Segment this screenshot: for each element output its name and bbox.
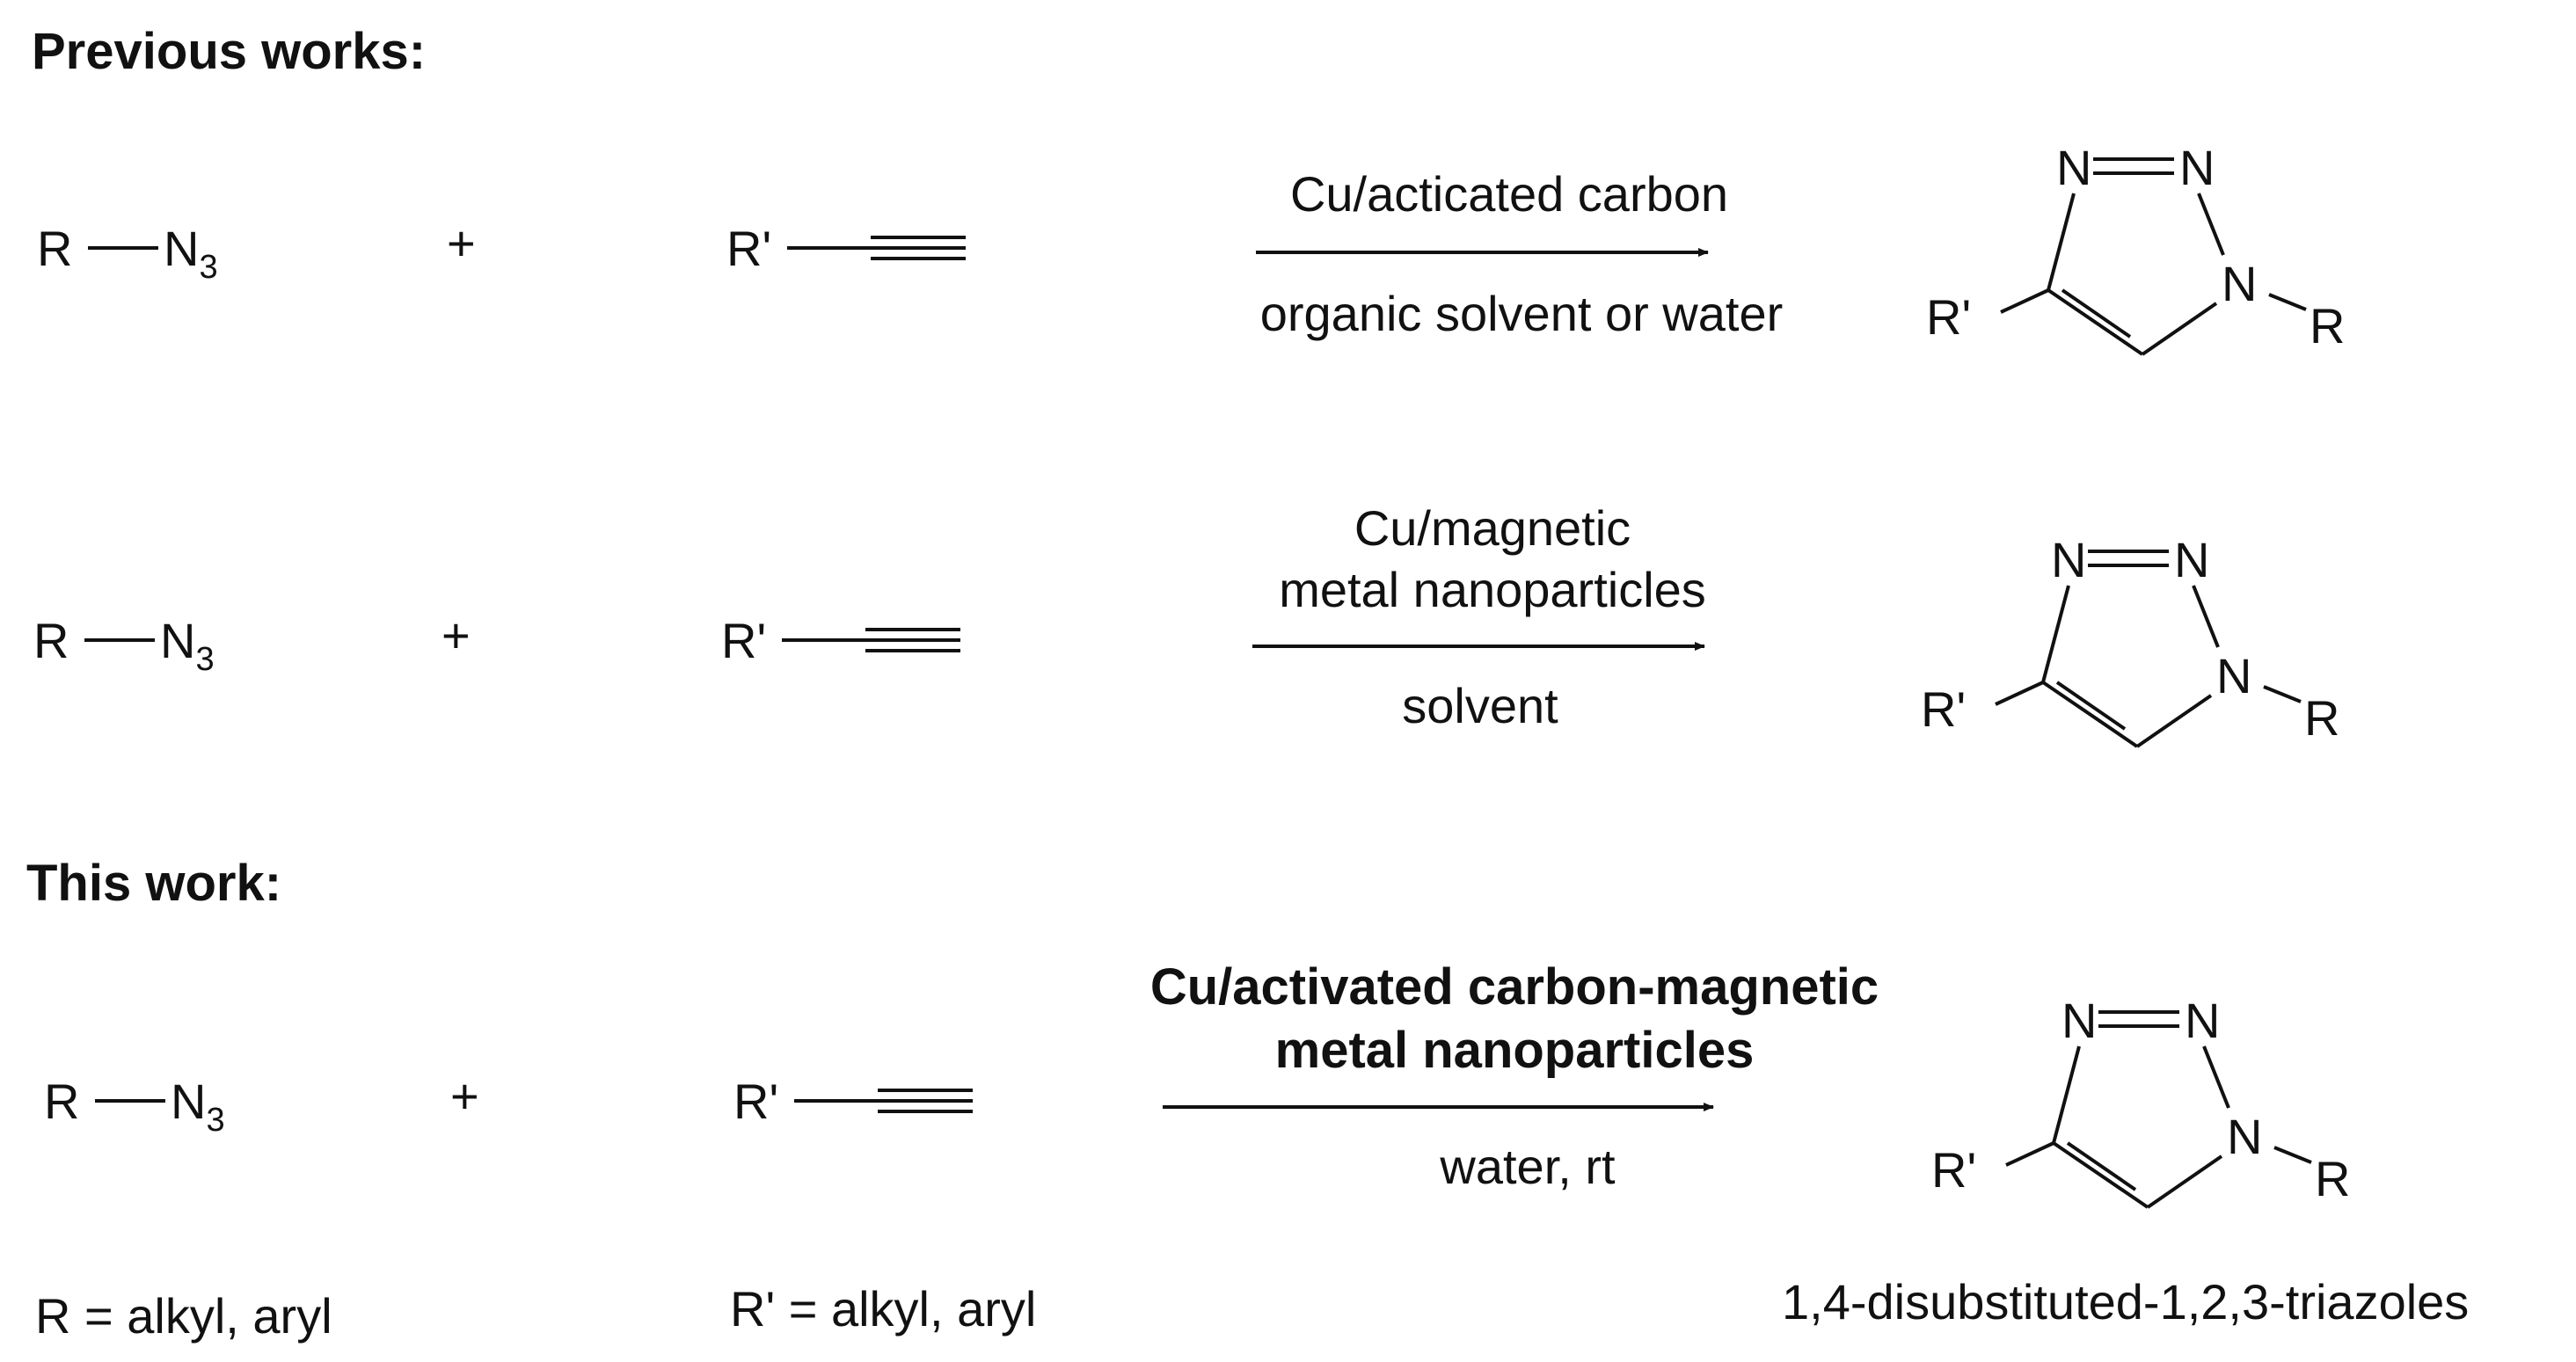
- heading-previous-works: Previous works:: [32, 23, 426, 80]
- product-r-prime-label: R': [1931, 1142, 1976, 1198]
- triazole-n-top-right: N: [2174, 532, 2209, 587]
- ring-bond-n2-n1: [2202, 1045, 2230, 1109]
- product-r-label: R: [2310, 298, 2345, 353]
- ring-double-bond-inner: [2066, 1141, 2137, 1191]
- product-r-prime-label: R': [1926, 289, 1971, 345]
- azide-r-label: R: [37, 221, 72, 276]
- azide-reactant: R N3: [44, 1074, 225, 1139]
- ring-bond-n1-c5: [2141, 302, 2218, 356]
- azide-n-label: N3: [171, 1074, 225, 1139]
- r-prime-definition: R' = alkyl, aryl: [730, 1281, 1036, 1337]
- ring-bond-c4-n: [2047, 193, 2076, 291]
- azide-r-label: R: [44, 1074, 79, 1129]
- triazole-n-top-right: N: [2179, 140, 2215, 195]
- reaction-3: R N3 + R' Cu/activated carbon-magnetic m…: [44, 958, 2350, 1209]
- triazole-n-top-right: N: [2185, 993, 2220, 1048]
- triazole-product: N N N R' R: [1931, 993, 2350, 1209]
- reaction-2: R N3 + R' Cu/magnetic metal nanoparticle…: [33, 500, 2339, 748]
- triazole-product: N N N R' R: [1921, 532, 2339, 748]
- r-definition: R = alkyl, aryl: [35, 1288, 332, 1344]
- alkyne-reactant: R': [726, 221, 966, 276]
- alkyne-reactant: R': [733, 1074, 973, 1129]
- ring-bond-c5-c4: [2052, 1141, 2149, 1209]
- ring-bond-c4-n: [2041, 585, 2070, 683]
- triazole-n1: N: [2227, 1109, 2262, 1164]
- ring-bond-c5-c4: [2041, 681, 2139, 748]
- azide-r-label: R: [33, 613, 69, 668]
- condition-above-line-1: Cu/activated carbon-magnetic: [1150, 958, 1879, 1016]
- plus-sign: +: [450, 1068, 479, 1124]
- ring-bond-n2-n1: [2197, 193, 2225, 256]
- ring-bond-n1-c5: [2146, 1154, 2223, 1209]
- alkyne-r-prime-label: R': [733, 1074, 778, 1129]
- product-name: 1,4-disubstituted-1,2,3-triazoles: [1782, 1274, 2469, 1329]
- ring-bond-n2-n1: [2192, 585, 2220, 648]
- condition-below: organic solvent or water: [1260, 286, 1784, 341]
- substituent-bond-r: [2268, 293, 2307, 311]
- reaction-1: R N3 + R' Cu/acticated carbon organic so…: [37, 140, 2345, 356]
- triazole-product: N N N R' R: [1926, 140, 2345, 356]
- ring-bond-n1-c5: [2135, 694, 2213, 748]
- triazole-n-top-left: N: [2051, 532, 2086, 587]
- azide-n-label: N3: [164, 221, 218, 286]
- azide-reactant: R N3: [37, 221, 218, 286]
- azide-reactant: R N3: [33, 613, 215, 678]
- product-r-label: R: [2304, 690, 2339, 746]
- azide-n-label: N3: [160, 613, 215, 678]
- substituent-bond-r-prime: [1995, 681, 2044, 706]
- condition-below: water, rt: [1439, 1139, 1616, 1194]
- substituent-bond-r: [2273, 1146, 2312, 1164]
- triazole-n1: N: [2222, 256, 2257, 311]
- ring-bond-c5-c4: [2047, 288, 2144, 356]
- alkyne-r-prime-label: R': [721, 613, 766, 668]
- ring-double-bond-inner: [2061, 288, 2132, 339]
- alkyne-reactant: R': [721, 613, 960, 668]
- condition-above: Cu/acticated carbon: [1290, 166, 1728, 222]
- condition-above-line-2: metal nanoparticles: [1279, 562, 1706, 617]
- triazole-n-top-left: N: [2062, 993, 2097, 1048]
- substituent-bond-r-prime: [2005, 1141, 2054, 1167]
- alkyne-r-prime-label: R': [726, 221, 771, 276]
- triazole-n1: N: [2216, 648, 2251, 703]
- substituent-bond-r-prime: [2000, 288, 2049, 314]
- substituent-bond-r: [2263, 685, 2302, 703]
- plus-sign: +: [447, 215, 476, 271]
- ring-bond-c4-n: [2052, 1045, 2081, 1144]
- triazole-n-top-left: N: [2056, 140, 2091, 195]
- condition-below: solvent: [1402, 678, 1558, 733]
- condition-above-line-1: Cu/magnetic: [1354, 500, 1631, 556]
- condition-above-line-2: metal nanoparticles: [1275, 1022, 1755, 1079]
- product-r-prime-label: R': [1921, 681, 1966, 737]
- plus-sign: +: [441, 608, 471, 663]
- ring-double-bond-inner: [2055, 681, 2127, 731]
- product-r-label: R: [2315, 1151, 2350, 1206]
- heading-this-work: This work:: [26, 855, 281, 912]
